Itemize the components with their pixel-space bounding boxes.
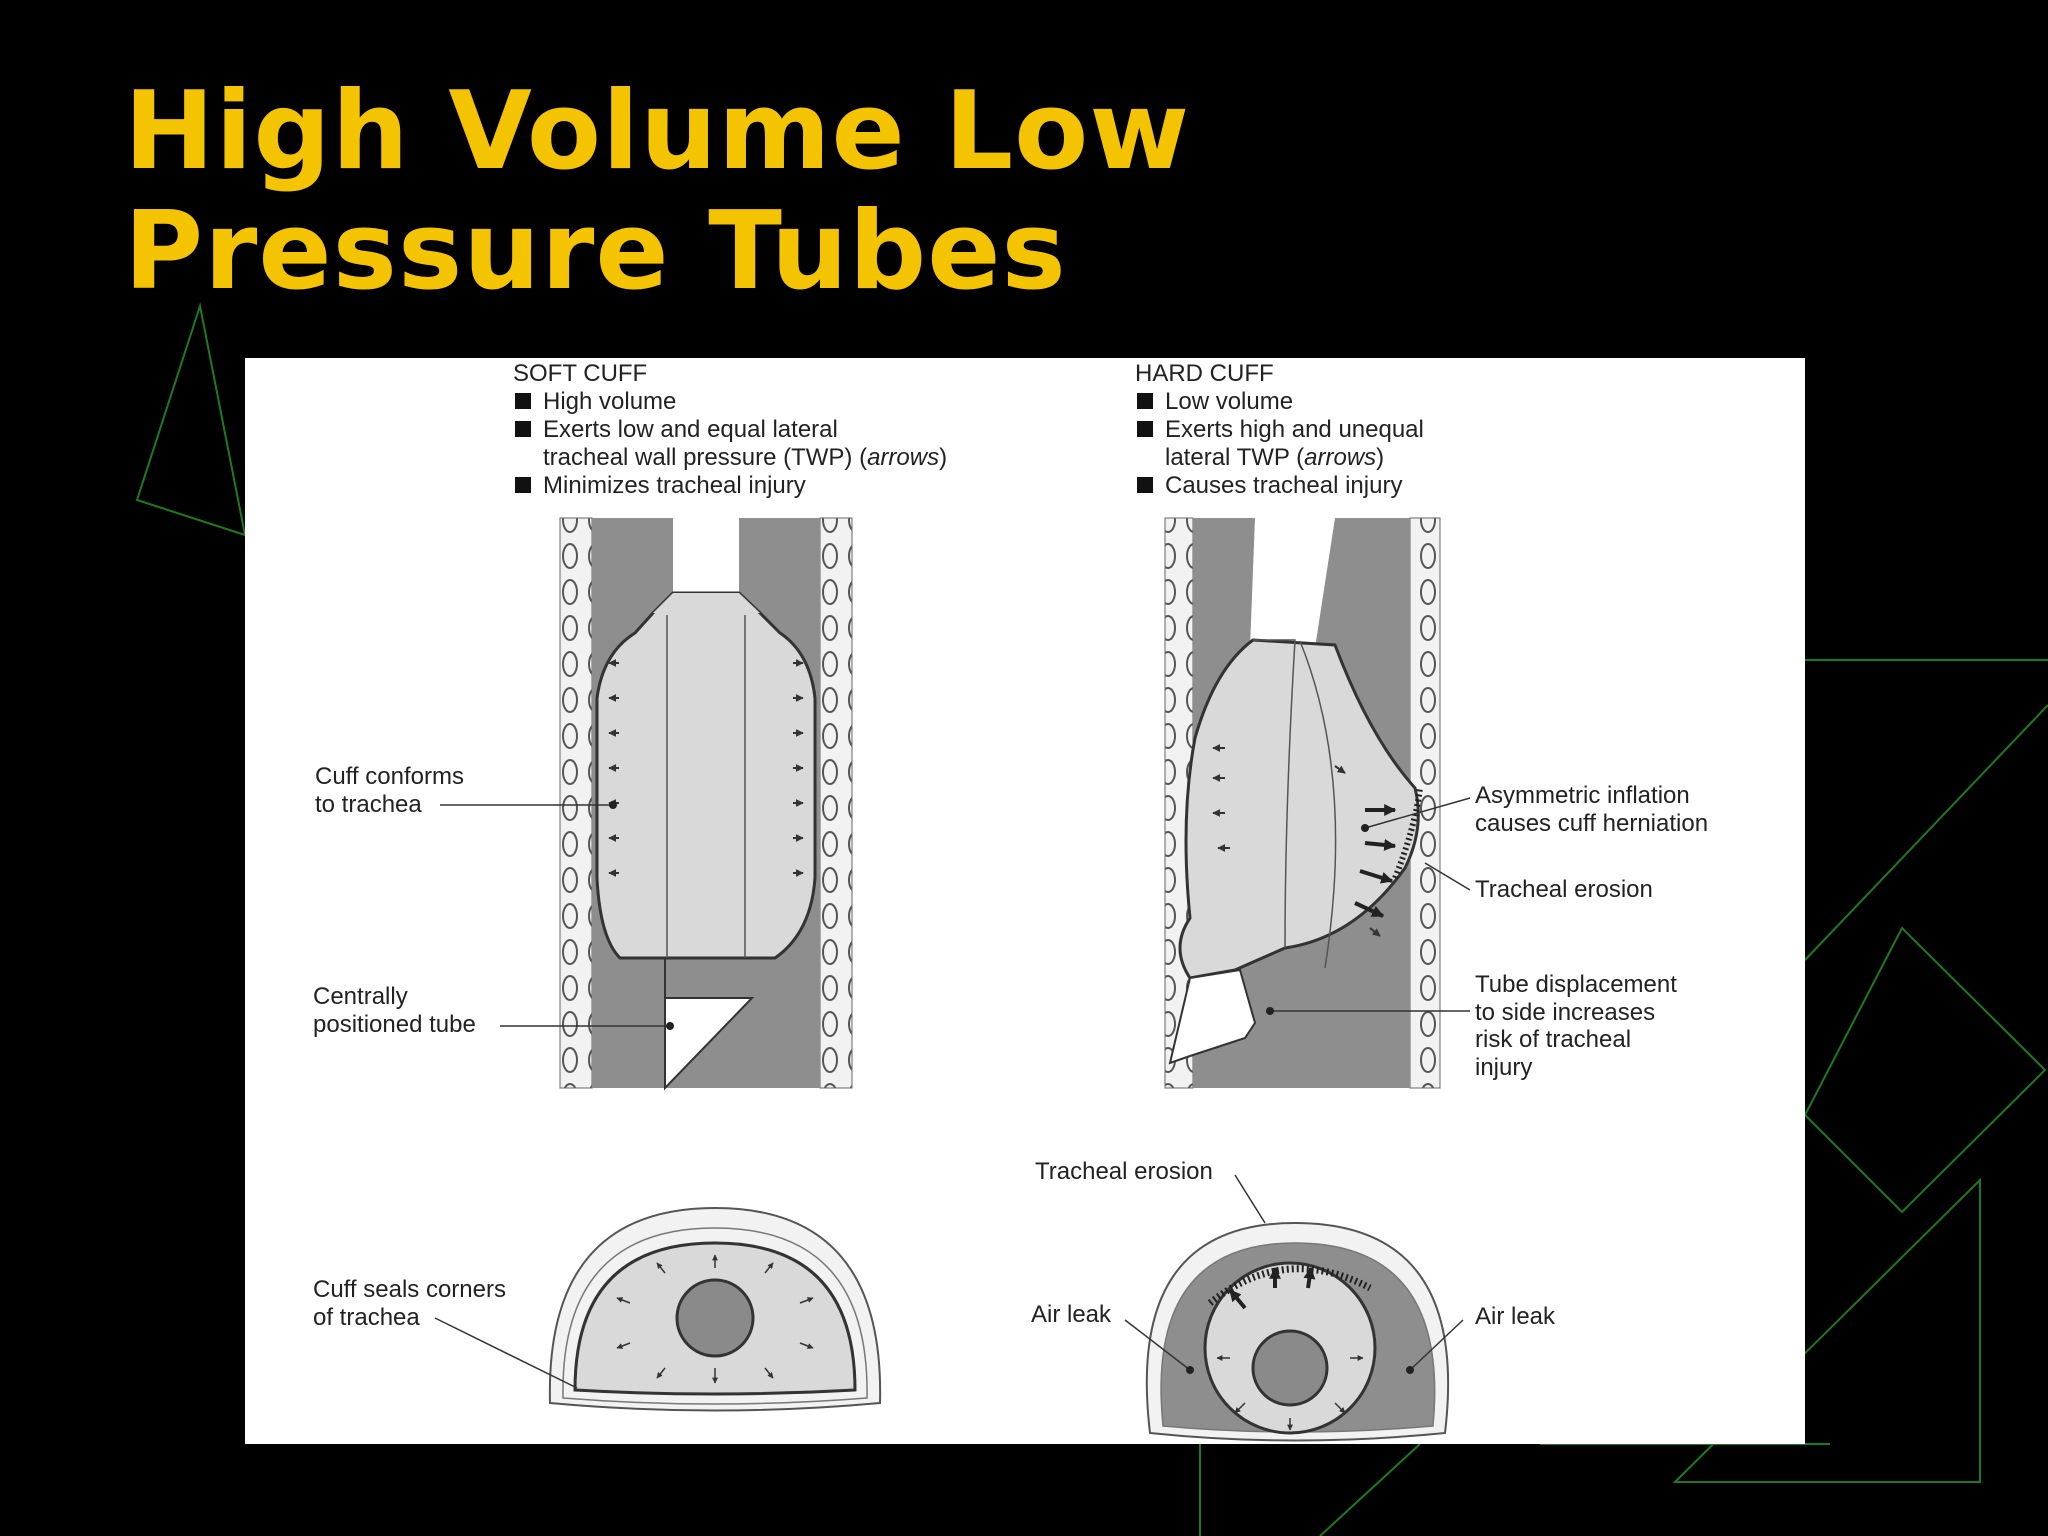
deco-line-bottom-2 xyxy=(1319,1443,1421,1536)
callout-tube-displacement: Tube displacement to side increases risk… xyxy=(1475,971,1677,1081)
callout-centrally-positioned: Centrally positioned tube xyxy=(313,983,476,1038)
leader-cuff-seals xyxy=(434,1317,578,1389)
deco-triangle-bottom-right xyxy=(1672,1177,1981,1483)
cuff-illustration xyxy=(434,517,1471,1442)
soft-cuff-heading-block: SOFT CUFF High volume Exerts low and equ… xyxy=(513,360,947,500)
callout-asymmetric-inflation: Asymmetric inflation causes cuff herniat… xyxy=(1475,782,1709,837)
callout-cuff-conforms: Cuff conforms to trachea xyxy=(315,763,464,818)
hard-cuff-cross-section xyxy=(1124,1174,1464,1442)
leader-tracheal-erosion-side xyxy=(1424,862,1471,891)
deco-line-right-2 xyxy=(1804,704,2048,961)
title-line-1: High Volume Low xyxy=(124,69,1191,194)
soft-cuff-heading: SOFT CUFF xyxy=(513,360,648,387)
hard-bullet-1: Low volume xyxy=(1135,388,1424,416)
slide-title: High Volume Low Pressure Tubes xyxy=(124,72,1190,312)
callout-air-leak-right: Air leak xyxy=(1475,1303,1556,1330)
callout-air-leak-left: Air leak xyxy=(1031,1301,1112,1328)
hard-bullet-3: Causes tracheal injury xyxy=(1135,472,1424,500)
hard-cuff-heading-block: HARD CUFF Low volume Exerts high and une… xyxy=(1135,360,1424,500)
callout-cuff-seals: Cuff seals corners of trachea xyxy=(313,1276,506,1331)
soft-bullet-3: Minimizes tracheal injury xyxy=(513,472,947,500)
callout-tracheal-erosion-top: Tracheal erosion xyxy=(1035,1158,1213,1185)
leader-asymmetric xyxy=(1364,797,1471,829)
hard-cuff-longitudinal xyxy=(1164,517,1471,1089)
deco-triangle-top-left xyxy=(135,302,247,537)
leader-air-leak-left xyxy=(1124,1319,1191,1371)
leader-air-leak-right xyxy=(1409,1319,1464,1371)
leader-tracheal-erosion-top xyxy=(1234,1174,1266,1224)
soft-cuff-longitudinal xyxy=(440,517,853,1091)
hard-cuff-heading: HARD CUFF xyxy=(1135,360,1274,387)
deco-diamond-right xyxy=(1803,926,2047,1214)
cuff-comparison-figure: SOFT CUFF High volume Exerts low and equ… xyxy=(245,358,1805,1444)
soft-cuff-cross-section xyxy=(434,1206,882,1412)
title-line-2: Pressure Tubes xyxy=(124,189,1067,314)
soft-bullet-1: High volume xyxy=(513,388,947,416)
callout-tracheal-erosion-side: Tracheal erosion xyxy=(1475,876,1653,903)
